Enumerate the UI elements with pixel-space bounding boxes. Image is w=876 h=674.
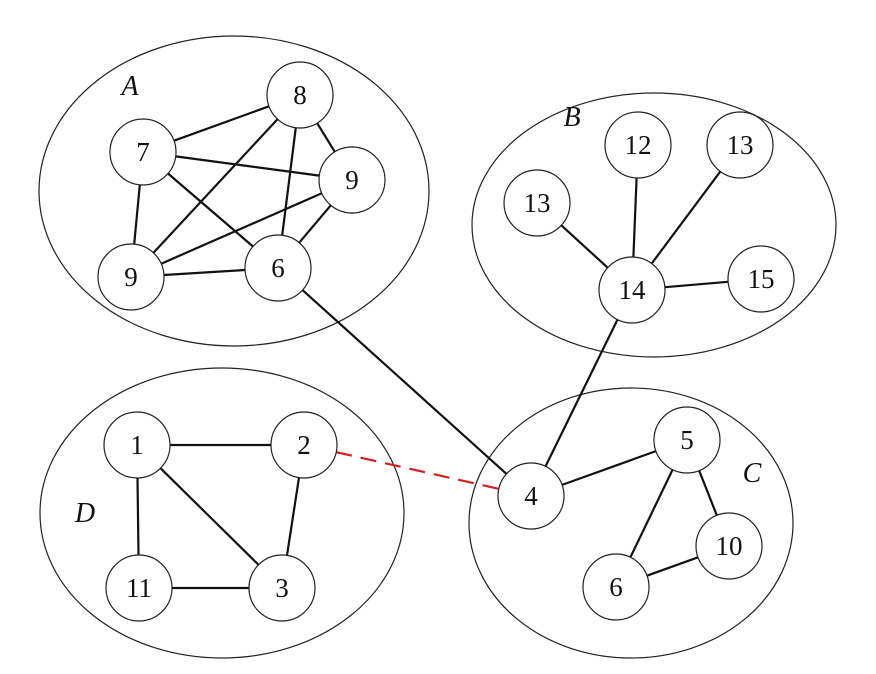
node-d3[interactable]: 3: [248, 554, 316, 622]
node-circle: [695, 512, 763, 580]
node-circle: [97, 243, 165, 311]
node-label: 9: [345, 165, 359, 195]
node-c6[interactable]: 6: [582, 553, 650, 621]
node-circle: [727, 245, 795, 313]
edge-d2-c4: [335, 451, 500, 490]
node-a6[interactable]: 6: [244, 234, 312, 302]
edge-a7-a6: [167, 172, 254, 248]
edge-a7-a8: [173, 105, 270, 142]
edge-a7-a9l: [133, 184, 141, 245]
edge-d2-d3: [285, 477, 301, 556]
node-b13-right[interactable]: 13: [706, 111, 774, 179]
edge-b14-b12: [632, 177, 638, 258]
node-label: 1: [130, 430, 144, 460]
node-label: 6: [271, 253, 285, 283]
edge-b14-b13r: [650, 170, 722, 265]
edge-d1-d3: [159, 467, 260, 566]
node-d2[interactable]: 2: [270, 411, 338, 479]
edge-b14-c4: [544, 319, 619, 467]
node-d11[interactable]: 11: [105, 554, 173, 622]
node-label: 10: [716, 531, 743, 561]
node-a9-right[interactable]: 9: [318, 146, 386, 214]
node-a8[interactable]: 8: [266, 61, 334, 129]
edge-a9r-a9l: [160, 192, 323, 265]
edge-c5-c10: [698, 470, 718, 516]
node-label: 8: [293, 80, 307, 110]
node-circle: [109, 118, 177, 186]
node-circle: [598, 256, 666, 324]
edge-c5-c6: [629, 469, 674, 558]
edge-a8-a6: [281, 127, 297, 236]
node-label: 9: [124, 262, 138, 292]
node-circle: [653, 406, 721, 474]
node-a9-left[interactable]: 9: [97, 243, 165, 311]
node-b14[interactable]: 14: [598, 256, 666, 324]
edge-a8-a9l: [152, 118, 279, 254]
edge-a8-a9r: [316, 122, 336, 153]
node-label: 13: [524, 188, 551, 218]
node-label: 6: [609, 572, 623, 602]
node-c10[interactable]: 10: [695, 512, 763, 580]
node-b15[interactable]: 15: [727, 245, 795, 313]
cluster-d-label: D: [74, 498, 95, 529]
node-c5[interactable]: 5: [653, 406, 721, 474]
node-label: 3: [275, 573, 289, 603]
node-label: 13: [727, 130, 754, 160]
node-circle: [105, 554, 173, 622]
node-circle: [266, 61, 334, 129]
node-b13-left[interactable]: 13: [503, 169, 571, 237]
node-a7[interactable]: 7: [109, 118, 177, 186]
node-b12[interactable]: 12: [604, 111, 672, 179]
edge-b14-b13l: [560, 224, 609, 269]
node-circle: [706, 111, 774, 179]
node-label: 11: [126, 573, 152, 603]
edge-a7-a9r: [175, 155, 320, 177]
node-label: 4: [524, 481, 538, 511]
cluster-labels: A B C D: [74, 71, 762, 529]
node-d1[interactable]: 1: [103, 411, 171, 479]
node-circle: [318, 146, 386, 214]
node-label: 12: [625, 130, 652, 160]
edge-b14-b15: [664, 280, 729, 289]
node-c4[interactable]: 4: [497, 462, 565, 530]
cluster-c-label: C: [743, 458, 762, 489]
node-label: 14: [619, 275, 647, 305]
edge-c4-c5: [561, 450, 657, 486]
node-circle: [582, 553, 650, 621]
node-label: 5: [680, 425, 694, 455]
edge-a6-c4: [301, 289, 508, 475]
node-circle: [503, 169, 571, 237]
cluster-b-label: B: [563, 102, 580, 133]
edge-d1-d11: [136, 477, 140, 556]
node-label: 15: [748, 264, 775, 294]
nodes: 7 8 9 9 6 12 13 13: [97, 61, 795, 622]
node-circle: [497, 462, 565, 530]
node-label: 2: [297, 430, 311, 460]
node-circle: [248, 554, 316, 622]
edges: [133, 105, 729, 590]
node-circle: [270, 411, 338, 479]
edge-c6-c10: [646, 556, 699, 577]
node-circle: [604, 111, 672, 179]
node-circle: [103, 411, 171, 479]
edge-a9l-a6: [163, 268, 246, 277]
node-circle: [244, 234, 312, 302]
edge-a9r-a6: [298, 204, 332, 244]
node-label: 7: [136, 137, 150, 167]
cluster-a-label: A: [119, 71, 139, 102]
